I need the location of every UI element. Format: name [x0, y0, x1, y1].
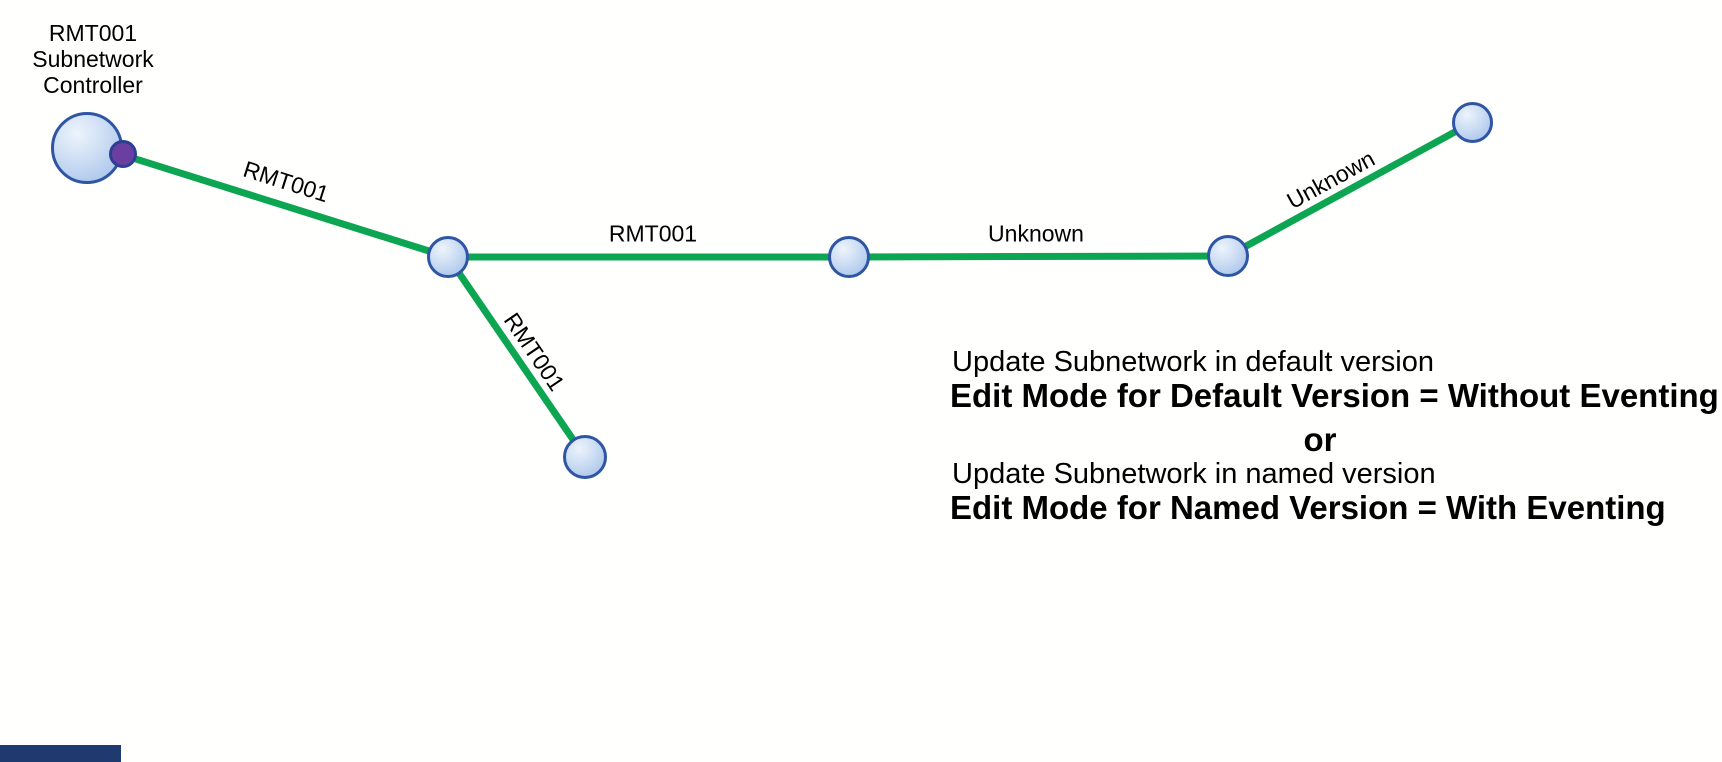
junction-node: [427, 236, 469, 278]
annotation-line-or: or: [1303, 421, 1337, 458]
edge-label-junction-middle: RMT001: [608, 220, 698, 247]
controller-label-line1: RMT001: [48, 20, 138, 46]
annotation-line-edit-mode-named: Edit Mode for Named Version = With Event…: [950, 489, 1666, 526]
annotation-line-edit-mode-default: Edit Mode for Default Version = Without …: [950, 377, 1719, 414]
edge-junction-bottom: [445, 255, 588, 459]
controller-label: RMT001 Subnetwork Controller: [32, 20, 153, 98]
edge-controller-junction: [121, 151, 450, 261]
middle-node: [828, 236, 870, 278]
right-node: [1207, 235, 1249, 277]
annotation-line-named-version: Update Subnetwork in named version: [952, 458, 1436, 490]
controller-port-dot: [109, 140, 137, 168]
edge-label-middle-right: Unknown: [988, 220, 1084, 247]
annotation-line-default-version: Update Subnetwork in default version: [952, 346, 1435, 378]
footer-bar: [0, 745, 121, 762]
edge-middle-right: [848, 252, 1229, 261]
edge-right-topright: [1226, 118, 1475, 260]
bottom-node: [563, 435, 607, 479]
top-right-node: [1452, 102, 1493, 143]
controller-label-line2: Subnetwork: [32, 46, 154, 72]
controller-label-line3: Controller: [43, 72, 143, 98]
